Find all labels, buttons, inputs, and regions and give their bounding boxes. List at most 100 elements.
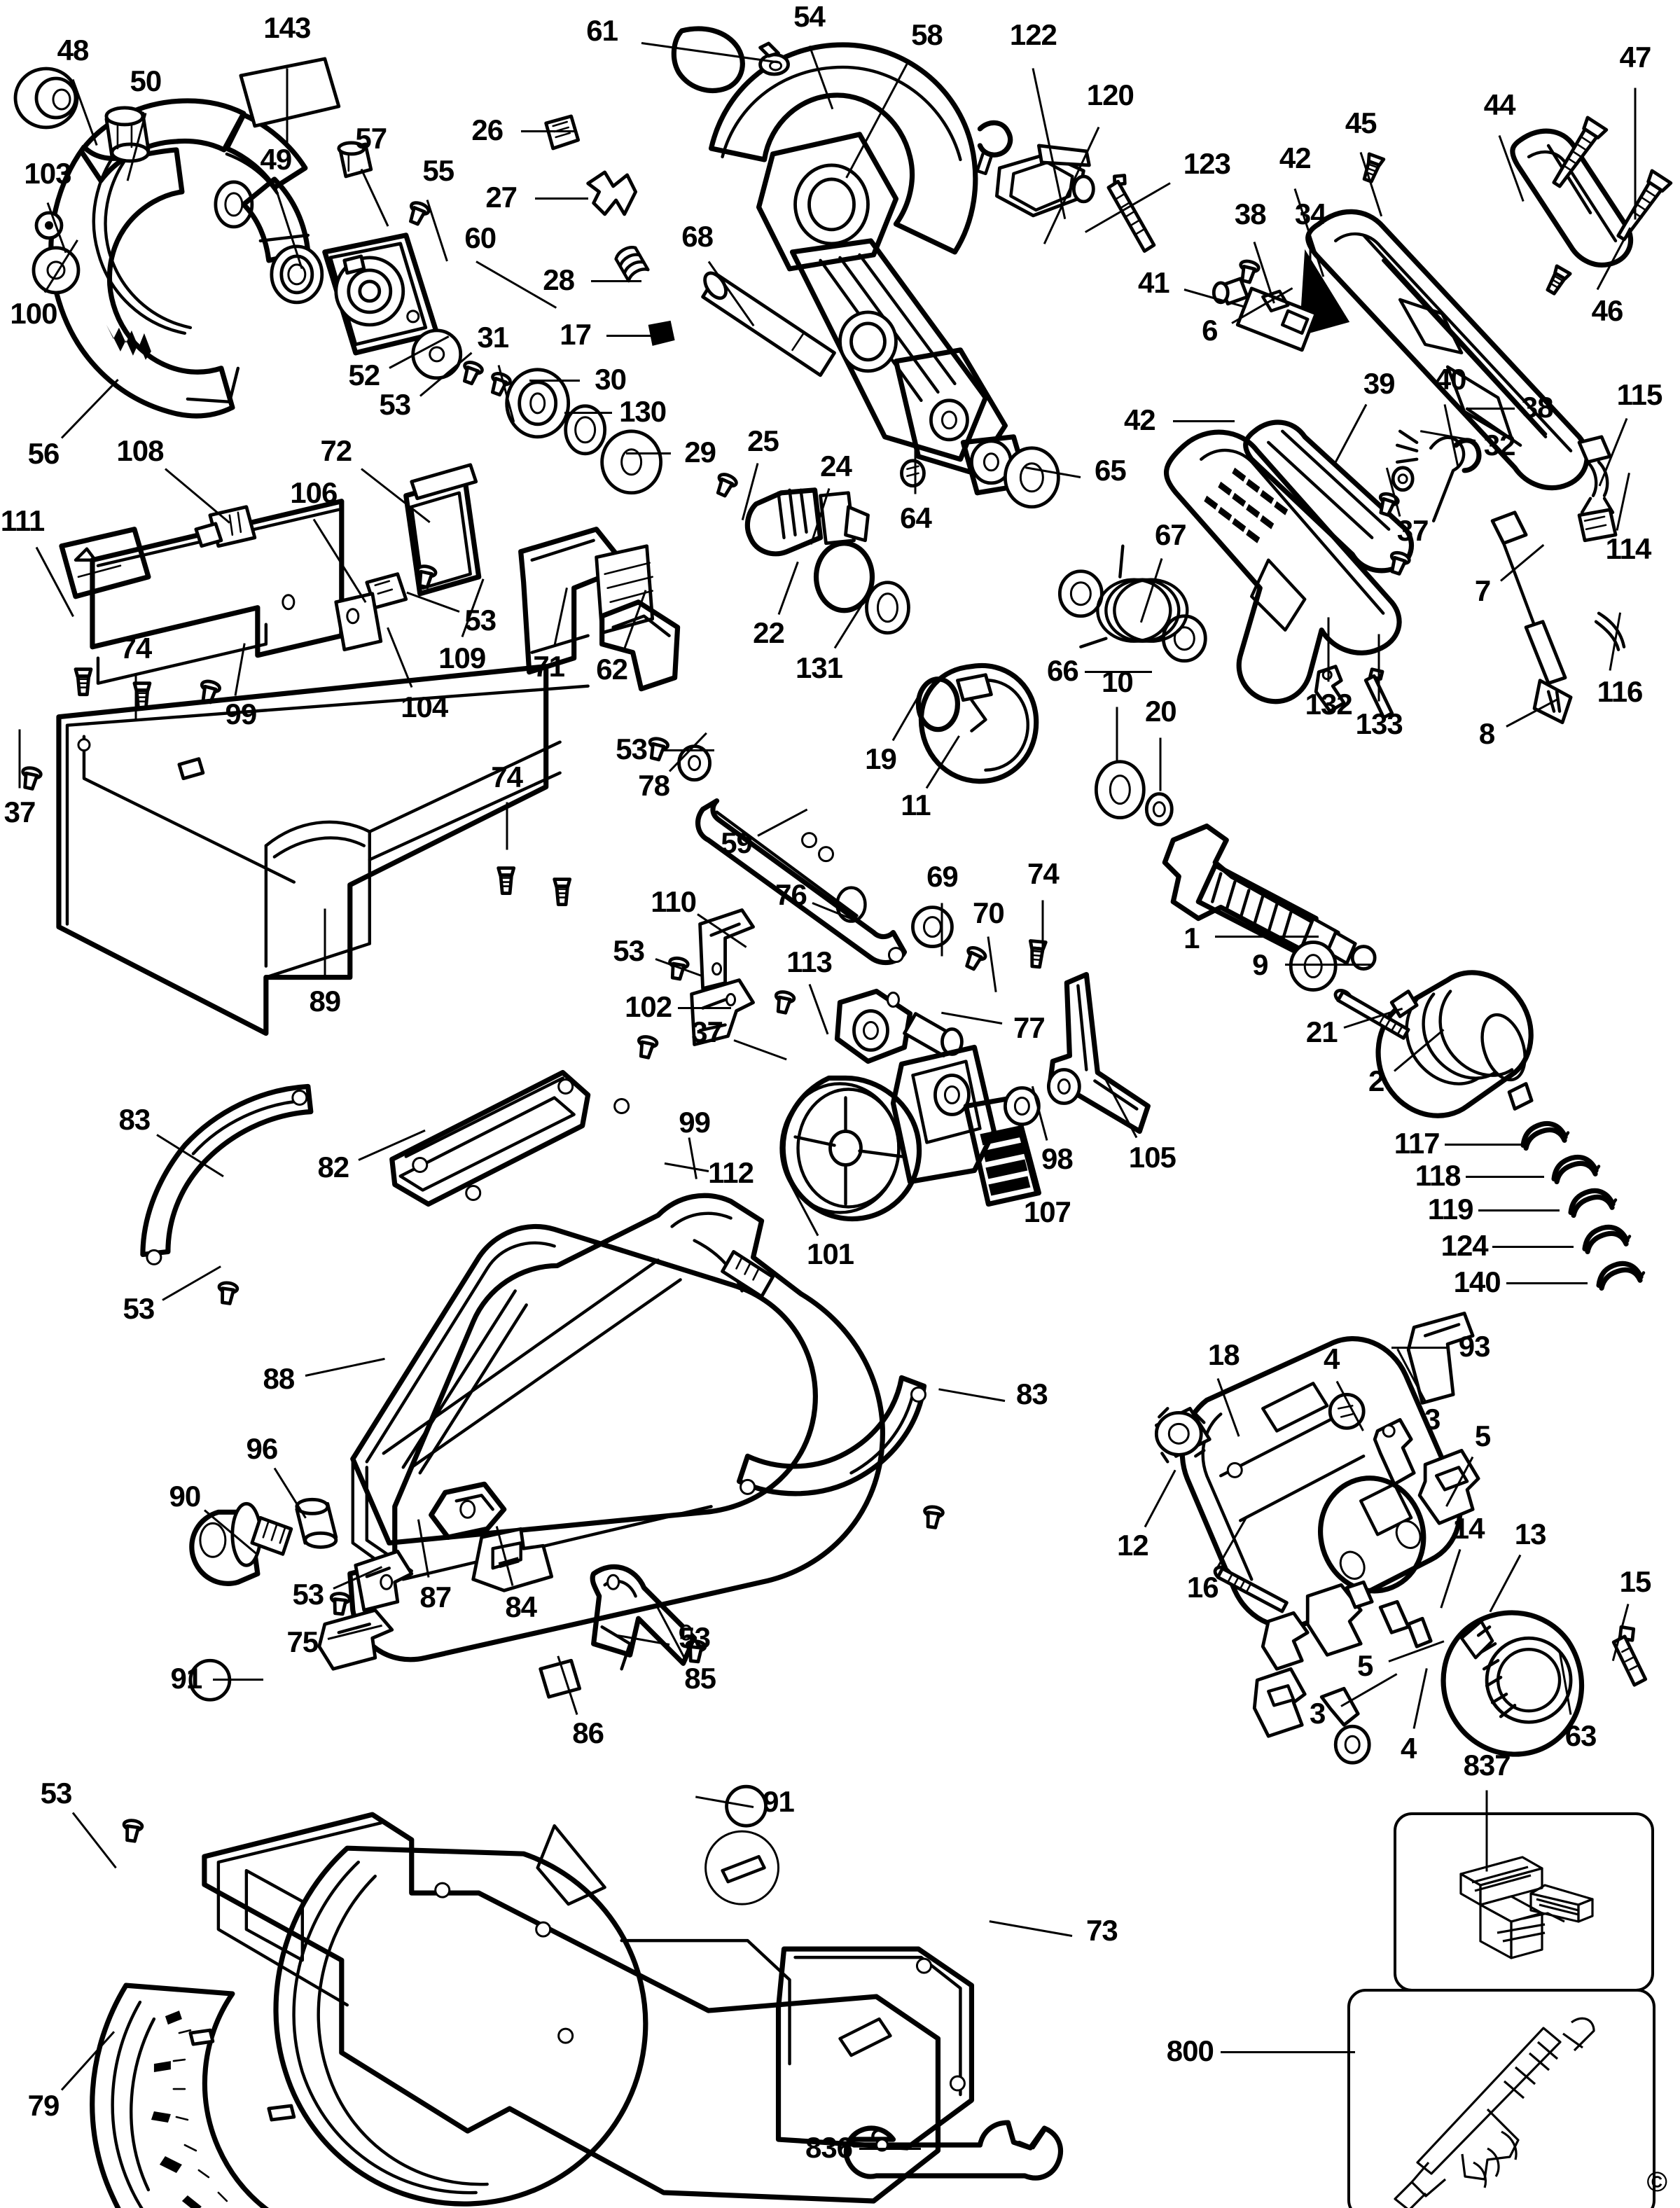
art-motor-armature bbox=[1094, 665, 1534, 1118]
leader-line-69 bbox=[940, 903, 943, 957]
part-callout-47: 47 bbox=[1619, 40, 1652, 74]
part-callout-93: 93 bbox=[1458, 1330, 1491, 1363]
part-callout-30: 30 bbox=[595, 362, 627, 396]
part-callout-21: 21 bbox=[1305, 1015, 1338, 1048]
part-callout-82: 82 bbox=[317, 1151, 349, 1184]
leader-line-836 bbox=[859, 2148, 922, 2151]
leader-line-34 bbox=[1309, 242, 1312, 296]
leader-line-74 bbox=[1041, 900, 1044, 948]
part-callout-53: 53 bbox=[616, 732, 648, 765]
leader-line-117 bbox=[1445, 1144, 1524, 1146]
part-callout-2: 2 bbox=[1368, 1064, 1384, 1097]
leader-line-29 bbox=[625, 452, 671, 454]
part-callout-13: 13 bbox=[1514, 1518, 1547, 1551]
leader-line-9 bbox=[1285, 963, 1373, 966]
part-callout-119: 119 bbox=[1427, 1193, 1474, 1226]
art-bevel-mech bbox=[779, 971, 1151, 1222]
leader-line-37 bbox=[18, 729, 21, 789]
part-callout-18: 18 bbox=[1207, 1338, 1240, 1372]
leader-line-42 bbox=[1173, 419, 1235, 422]
part-callout-100: 100 bbox=[10, 296, 57, 330]
leader-line-132 bbox=[1327, 617, 1330, 682]
leader-line-130 bbox=[564, 411, 612, 414]
part-callout-6: 6 bbox=[1202, 313, 1218, 347]
part-callout-14: 14 bbox=[1452, 1512, 1485, 1546]
part-callout-120: 120 bbox=[1086, 78, 1134, 111]
part-callout-122: 122 bbox=[1009, 18, 1057, 51]
leader-line-93 bbox=[1391, 1347, 1448, 1349]
part-callout-3: 3 bbox=[1424, 1403, 1441, 1436]
leader-line-118 bbox=[1466, 1176, 1545, 1179]
part-callout-7: 7 bbox=[1474, 574, 1491, 607]
part-callout-48: 48 bbox=[57, 33, 90, 67]
art-handle-assembly bbox=[1164, 116, 1673, 725]
part-callout-91: 91 bbox=[170, 1662, 203, 1695]
part-callout-74: 74 bbox=[120, 631, 153, 665]
leader-line-124 bbox=[1492, 1246, 1574, 1249]
part-callout-55: 55 bbox=[422, 153, 454, 187]
part-callout-62: 62 bbox=[596, 652, 628, 686]
part-callout-32: 32 bbox=[1483, 428, 1516, 461]
part-callout-50: 50 bbox=[130, 64, 162, 97]
leader-line-20 bbox=[1159, 737, 1162, 791]
part-callout-37: 37 bbox=[1396, 513, 1429, 547]
part-callout-27: 27 bbox=[485, 180, 518, 214]
part-callout-28: 28 bbox=[543, 263, 575, 296]
part-callout-89: 89 bbox=[309, 984, 341, 1018]
leader-line-143 bbox=[286, 68, 289, 147]
part-callout-72: 72 bbox=[320, 433, 352, 467]
part-callout-57: 57 bbox=[355, 121, 387, 155]
part-callout-52: 52 bbox=[348, 358, 380, 391]
part-callout-68: 68 bbox=[681, 219, 714, 253]
part-callout-77: 77 bbox=[1013, 1011, 1046, 1044]
part-callout-143: 143 bbox=[263, 11, 311, 44]
part-callout-70: 70 bbox=[973, 896, 1005, 929]
part-callout-99: 99 bbox=[225, 697, 257, 730]
part-callout-109: 109 bbox=[438, 641, 486, 674]
leader-line-30 bbox=[529, 379, 580, 382]
part-callout-19: 19 bbox=[865, 742, 897, 775]
art-clips bbox=[1523, 1123, 1644, 1288]
part-callout-101: 101 bbox=[806, 1237, 854, 1271]
part-callout-44: 44 bbox=[1483, 88, 1516, 121]
part-callout-49: 49 bbox=[260, 142, 292, 176]
leader-line-837 bbox=[1485, 1790, 1488, 1872]
leader-line-102 bbox=[677, 1006, 731, 1009]
part-callout-106: 106 bbox=[290, 475, 338, 509]
leader-line-47 bbox=[1634, 88, 1637, 220]
part-callout-37: 37 bbox=[691, 1015, 723, 1048]
inset-837-box bbox=[1394, 1812, 1654, 1992]
leader-line-17 bbox=[606, 334, 662, 337]
part-callout-24: 24 bbox=[820, 449, 852, 482]
part-callout-66: 66 bbox=[1047, 653, 1079, 687]
part-callout-76: 76 bbox=[775, 877, 807, 911]
leader-line-800 bbox=[1221, 2051, 1356, 2054]
leader-line-10 bbox=[1116, 707, 1118, 763]
part-callout-53: 53 bbox=[464, 603, 497, 637]
part-callout-74: 74 bbox=[491, 760, 523, 793]
part-callout-99: 99 bbox=[679, 1106, 711, 1139]
part-callout-46: 46 bbox=[1591, 293, 1624, 327]
part-callout-116: 116 bbox=[1597, 674, 1644, 708]
art-plate-143 bbox=[239, 57, 341, 128]
part-callout-836: 836 bbox=[805, 2131, 853, 2165]
part-callout-17: 17 bbox=[560, 317, 592, 351]
part-callout-118: 118 bbox=[1415, 1159, 1462, 1193]
part-callout-114: 114 bbox=[1605, 532, 1652, 565]
part-callout-110: 110 bbox=[651, 884, 697, 918]
copyright-mark: © bbox=[1646, 2167, 1667, 2197]
part-callout-42: 42 bbox=[1279, 141, 1312, 174]
part-callout-22: 22 bbox=[753, 616, 785, 649]
part-callout-54: 54 bbox=[793, 0, 826, 33]
part-callout-123: 123 bbox=[1183, 146, 1231, 180]
art-motor-housing-12 bbox=[1154, 1312, 1648, 1765]
part-callout-45: 45 bbox=[1345, 106, 1377, 139]
part-callout-1: 1 bbox=[1183, 921, 1200, 954]
part-callout-4: 4 bbox=[1400, 1732, 1417, 1765]
part-callout-8: 8 bbox=[1478, 716, 1495, 750]
art-wrench-836 bbox=[843, 2120, 1063, 2181]
part-callout-103: 103 bbox=[24, 156, 71, 190]
inset-837-art bbox=[1459, 1856, 1594, 1959]
part-callout-65: 65 bbox=[1094, 453, 1127, 487]
